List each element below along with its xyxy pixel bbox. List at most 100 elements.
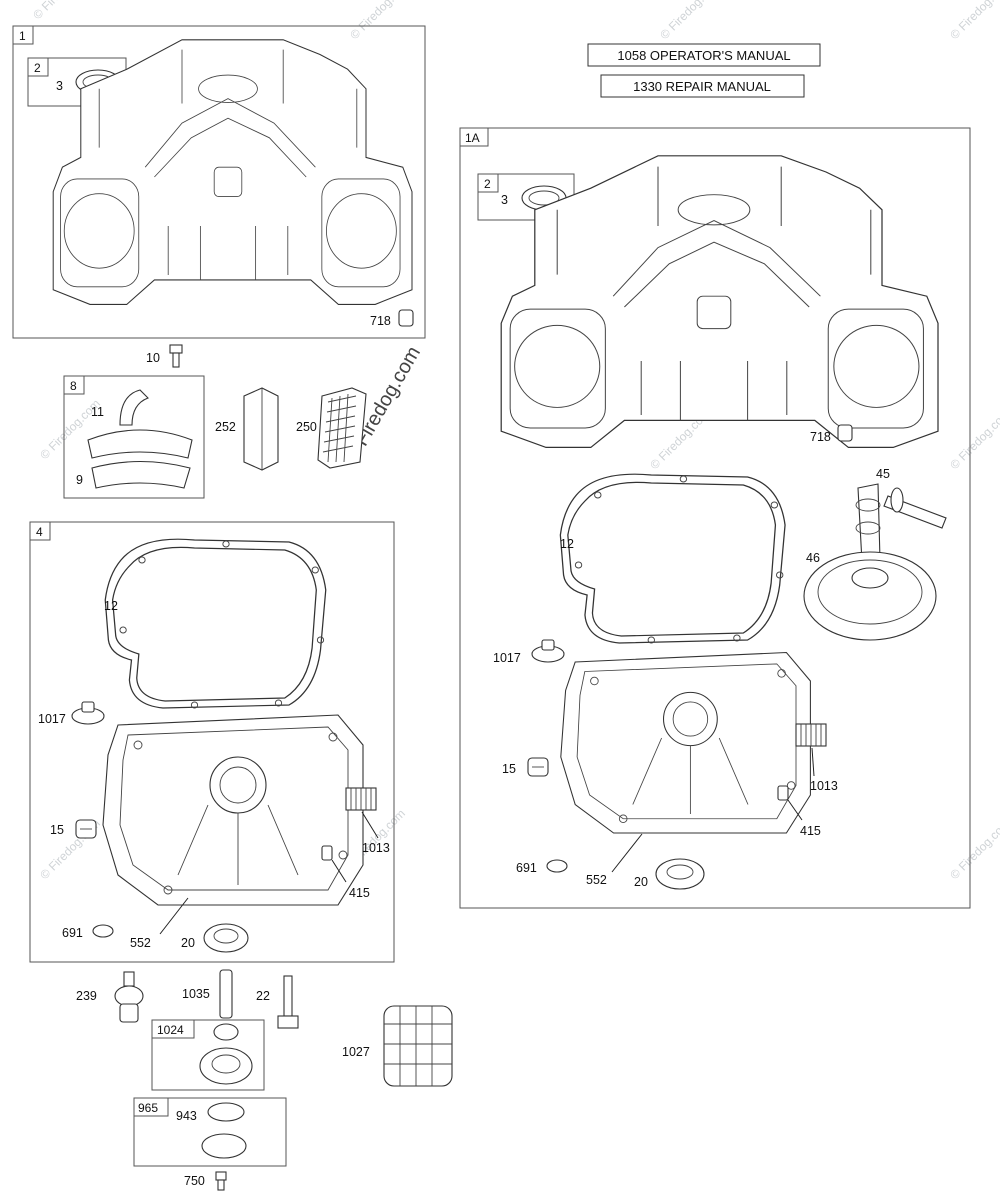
fitting-415 [321, 845, 333, 861]
group-1-box [12, 25, 426, 339]
camshaft-gear-46 [803, 483, 937, 641]
group-tag [27, 57, 49, 77]
filter-element-252 [243, 387, 279, 471]
group-1a-tag: 1A [465, 131, 480, 145]
breather-tube [119, 389, 149, 426]
group-2-tag: 2 [34, 61, 41, 75]
part-label-1017: 1017 [493, 651, 521, 665]
part-label-552: 552 [130, 936, 151, 950]
oil-pump-rotor [199, 1023, 253, 1085]
plug-1017 [71, 701, 105, 725]
dowel-pin [837, 424, 853, 442]
part-label-11: 11 [91, 405, 104, 419]
part-label-718: 718 [810, 430, 831, 444]
oil-seal-20 [655, 858, 705, 890]
part-label-15: 15 [502, 762, 516, 776]
group-8: 8 11 9 [63, 375, 205, 499]
part-label-1013: 1013 [362, 841, 390, 855]
oil-filter-1027 [383, 1005, 453, 1087]
breather-cover [87, 429, 193, 459]
part-label-415: 415 [800, 824, 821, 838]
manual-references: 1058 OPERATOR'S MANUAL 1330 REPAIR MANUA… [587, 43, 821, 98]
watermark-text: © Firedog.com [30, 0, 96, 22]
gasket-12 [559, 473, 786, 644]
part-label-691: 691 [62, 926, 83, 940]
fitting-415 [777, 785, 789, 801]
part-label-20: 20 [634, 875, 648, 889]
crankcase-cover [560, 651, 811, 834]
o-ring-943 [207, 1102, 245, 1122]
group-965: 965 943 [133, 1097, 287, 1167]
part-label-15: 15 [50, 823, 64, 837]
dowel-pin [398, 309, 414, 327]
part-label-1035: 1035 [182, 987, 210, 1001]
cover-plate [201, 1133, 247, 1159]
washer-691 [92, 924, 114, 938]
part-label-3: 3 [501, 193, 508, 207]
part-label-45: 45 [876, 467, 890, 481]
plug-1017 [531, 639, 565, 663]
cylinder-block-1a [500, 155, 939, 449]
operators-manual-label: 1058 OPERATOR'S MANUAL [617, 48, 790, 63]
group-8-box [63, 375, 205, 499]
watermark-text: © Firedog.com [947, 0, 1000, 42]
spring-1013 [795, 723, 827, 747]
shaft-1035 [219, 969, 233, 1019]
watermark-text: © Firedog.com [657, 0, 723, 42]
part-label-12: 12 [560, 537, 574, 551]
part-label-46: 46 [806, 551, 820, 565]
cylinder-block-1 [52, 39, 413, 305]
filter-screen-250 [317, 387, 367, 469]
plug-15 [527, 757, 549, 777]
group-965-tag: 965 [138, 1101, 158, 1115]
group-2-tag: 2 [484, 177, 491, 191]
group-1-tag: 1 [19, 29, 26, 43]
part-label-750: 750 [184, 1174, 205, 1188]
crankcase-cover [102, 714, 364, 906]
part-label-691: 691 [516, 861, 537, 875]
oil-seal-20 [203, 923, 249, 953]
watermark-text: © Firedog.com [947, 406, 1000, 472]
part-label-552: 552 [586, 873, 607, 887]
spring-1013 [345, 787, 377, 811]
part-label-22: 22 [256, 989, 270, 1003]
group-8-tag: 8 [70, 379, 77, 393]
part-label-9: 9 [76, 473, 83, 487]
oil-pressure-switch-239 [114, 971, 144, 1023]
gasket-12 [104, 538, 327, 709]
group-1024-tag: 1024 [157, 1023, 184, 1037]
part-label-415: 415 [349, 886, 370, 900]
part-label-252: 252 [215, 420, 236, 434]
group-1: 1 2 3 718 [12, 25, 426, 339]
part-label-3: 3 [56, 79, 63, 93]
screw-750 [215, 1171, 227, 1191]
part-label-1013: 1013 [810, 779, 838, 793]
bolt-22 [277, 975, 299, 1029]
screw-10 [169, 344, 183, 368]
part-label-10: 10 [146, 351, 160, 365]
group-1024: 1024 [151, 1019, 265, 1091]
group-4-tag: 4 [36, 525, 43, 539]
part-label-718: 718 [370, 314, 391, 328]
part-label-239: 239 [76, 989, 97, 1003]
washer-691 [546, 859, 568, 873]
operators-manual-box [587, 43, 821, 67]
group-1a: 1A 2 3 718 45 46 12 1017 [459, 127, 971, 909]
part-label-1017: 1017 [38, 712, 66, 726]
part-label-250: 250 [296, 420, 317, 434]
group-1a-box [459, 127, 971, 909]
part-label-20: 20 [181, 936, 195, 950]
repair-manual-label: 1330 REPAIR MANUAL [633, 79, 771, 94]
part-label-943: 943 [176, 1109, 197, 1123]
plug-15 [75, 819, 97, 839]
group-1024-box [151, 1019, 265, 1091]
pin-45 [883, 487, 947, 529]
breather-gasket [91, 461, 191, 489]
group-4: 4 12 1017 15 1013 415 691 552 [29, 521, 395, 963]
part-label-12: 12 [104, 599, 118, 613]
repair-manual-box [600, 74, 805, 98]
watermark-text: © Firedog.com [947, 816, 1000, 882]
watermark-text: © Firedog.com [347, 0, 413, 42]
group-965-box [133, 1097, 287, 1167]
